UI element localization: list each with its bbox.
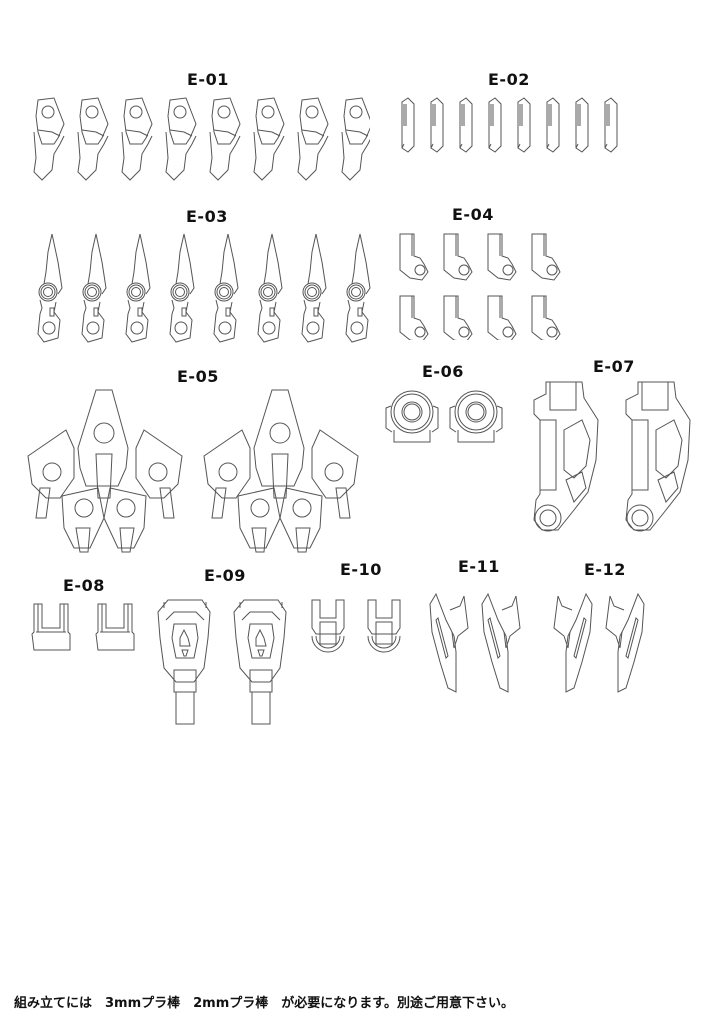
e12-parts — [552, 592, 662, 696]
e02-parts-row — [398, 96, 628, 156]
group-label-e08: E-08 — [63, 576, 105, 595]
group-label-e04: E-04 — [452, 205, 494, 224]
e03-parts-row — [34, 232, 374, 347]
group-label-e05: E-05 — [177, 367, 219, 386]
e06-parts — [384, 388, 504, 448]
group-label-e10: E-10 — [340, 560, 382, 579]
e05-parts — [26, 388, 376, 556]
group-label-e02: E-02 — [488, 70, 530, 89]
e07-parts — [530, 380, 710, 540]
e09-parts — [154, 598, 304, 726]
group-label-e12: E-12 — [584, 560, 626, 579]
group-label-e11: E-11 — [458, 557, 500, 576]
e01-parts-row — [30, 96, 370, 182]
e04-parts-grid — [398, 232, 588, 340]
group-label-e03: E-03 — [186, 207, 228, 226]
assembly-note: 組み立てには 3mmプラ棒 2mmプラ棒 が必要になります。別途ご用意下さい。 — [14, 996, 514, 1011]
group-label-e09: E-09 — [204, 566, 246, 585]
e11-parts — [428, 592, 528, 696]
group-label-e01: E-01 — [187, 70, 229, 89]
group-label-e07: E-07 — [593, 357, 635, 376]
e08-parts — [30, 602, 140, 654]
e10-parts — [308, 598, 412, 662]
group-label-e06: E-06 — [422, 362, 464, 381]
